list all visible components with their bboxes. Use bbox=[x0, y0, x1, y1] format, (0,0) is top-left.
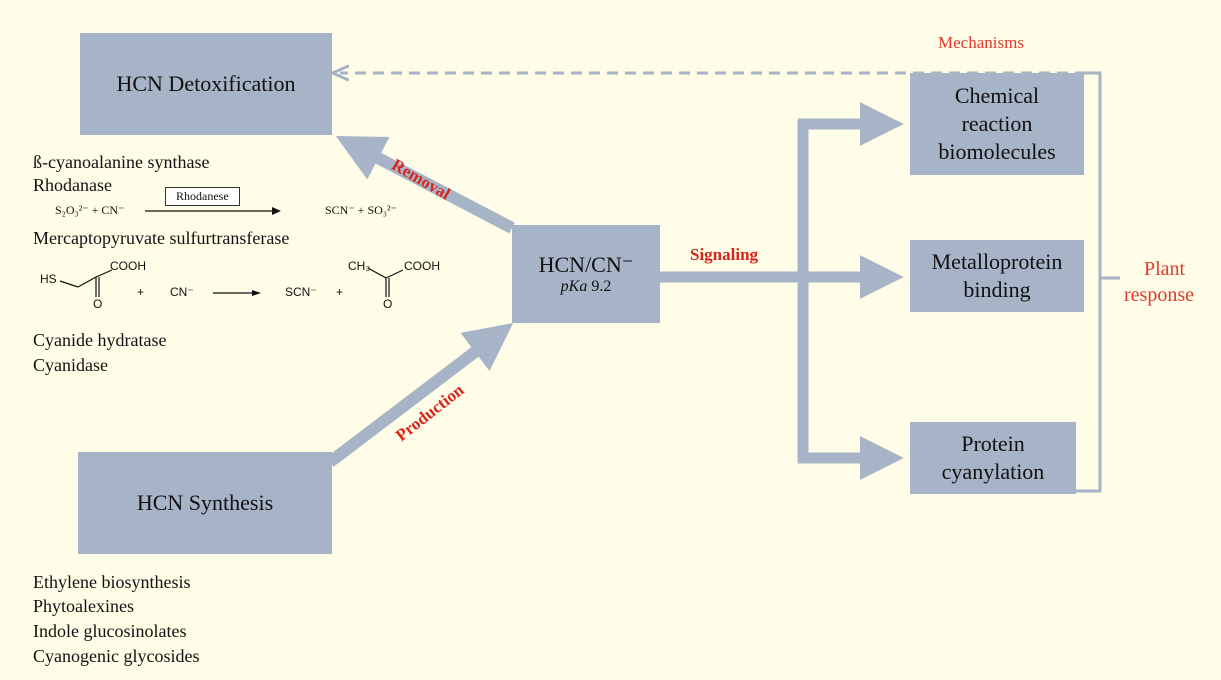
hcn-cn-label: HCN/CN⁻ bbox=[538, 252, 634, 277]
rhodanese-enzyme-box: Rhodanese bbox=[165, 187, 240, 206]
enzyme-cyanidase: Cyanidase bbox=[33, 355, 108, 375]
protein-cyanylation-box: Protein cyanylation bbox=[910, 422, 1076, 494]
response-bracket bbox=[1076, 71, 1102, 493]
hcn-cn-box: HCN/CN⁻ pKa 9.2 bbox=[512, 225, 660, 323]
hcn-synthesis-box: HCN Synthesis bbox=[78, 452, 332, 554]
enzyme-cyanide-hydratase: Cyanide hydratase bbox=[33, 330, 167, 350]
mpst-hs: HS bbox=[40, 272, 57, 286]
mpst-cooh2: COOH bbox=[404, 259, 440, 273]
mercaptopyruvate-structure bbox=[59, 269, 113, 297]
source-cyanogenic-glycosides: Cyanogenic glycosides bbox=[33, 646, 200, 666]
mpst-cooh1: COOH bbox=[110, 259, 146, 273]
hcn-detoxification-label: HCN Detoxification bbox=[116, 71, 296, 96]
signaling-label: Signaling bbox=[690, 245, 759, 264]
rhodanese-reactants: S₂O₃²⁻ + CN⁻ bbox=[55, 203, 125, 217]
hcn-synthesis-label: HCN Synthesis bbox=[136, 490, 274, 515]
enzyme-cyanoalanine-synthase: ß-cyanoalanine synthase bbox=[33, 152, 210, 172]
pyruvate-structure bbox=[367, 267, 404, 297]
mpst-o1: O bbox=[93, 297, 103, 311]
enzyme-rhodanase: Rhodanase bbox=[33, 175, 112, 195]
source-ethylene-biosynthesis: Ethylene biosynthesis bbox=[33, 572, 191, 592]
mpst-cn: CN⁻ bbox=[170, 285, 194, 299]
protein-cyanylation-line2: cyanylation bbox=[941, 459, 1045, 484]
protein-cyanylation-line1: Protein bbox=[961, 431, 1025, 456]
mpst-plus1: + bbox=[137, 285, 145, 299]
mechanisms-label: Mechanisms bbox=[938, 33, 1024, 52]
rhodanese-products: SCN⁻ + SO₃²⁻ bbox=[325, 203, 397, 217]
metalloprotein-box: Metalloprotein binding bbox=[910, 240, 1084, 312]
source-phytoalexines: Phytoalexines bbox=[33, 596, 134, 616]
plant-response-line1: Plant bbox=[1144, 258, 1186, 280]
pka-label: pKa 9.2 bbox=[560, 278, 612, 295]
chemical-reaction-line1: Chemical bbox=[954, 83, 1040, 108]
metalloprotein-line2: binding bbox=[963, 277, 1031, 302]
removal-arrow bbox=[335, 136, 515, 234]
chemical-reaction-line3: biomolecules bbox=[938, 139, 1056, 164]
mpst-scn: SCN⁻ bbox=[285, 285, 317, 299]
chemical-reaction-line2: reaction bbox=[961, 111, 1033, 136]
hcn-detoxification-box: HCN Detoxification bbox=[80, 33, 332, 135]
mpst-plus2: + bbox=[336, 285, 344, 299]
metalloprotein-line1: Metalloprotein bbox=[931, 249, 1063, 274]
enzyme-mercaptopyruvate-sulfurtransferase: Mercaptopyruvate sulfurtransferase bbox=[33, 228, 290, 248]
mpst-ch3: CH₃ bbox=[348, 259, 371, 273]
production-arrow bbox=[326, 322, 514, 467]
mpst-o2: O bbox=[383, 297, 393, 311]
plant-response-line2: response bbox=[1124, 284, 1194, 306]
chemical-reaction-box: Chemical reaction biomolecules bbox=[910, 73, 1084, 175]
source-indole-glucosinolates: Indole glucosinolates bbox=[33, 621, 187, 641]
